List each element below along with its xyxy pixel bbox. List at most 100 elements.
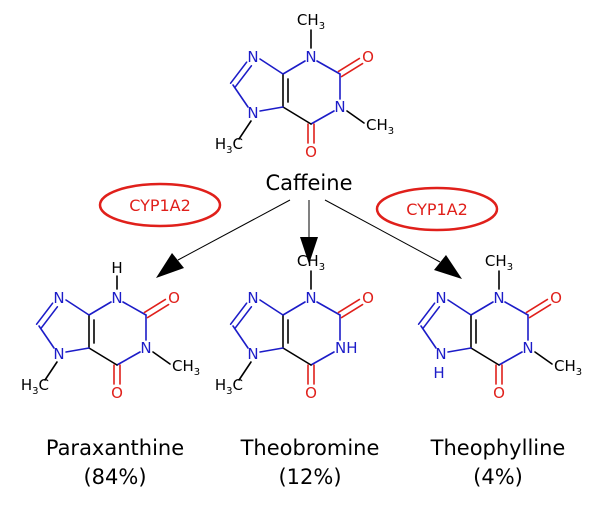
theophylline-percent: (4%) <box>473 465 523 489</box>
caffeine-bond-c6-c5 <box>282 106 312 125</box>
paraxanthine-bond-n1-methyl <box>152 351 171 365</box>
theobromine-bond-n7-c5 <box>259 347 284 353</box>
paraxanthine-atom-o6: O <box>111 384 123 402</box>
arrowhead-paraxanthine <box>156 253 184 278</box>
theobromine-atom-n9: N <box>247 289 258 307</box>
theobromine-bond-c8-n7 <box>232 325 249 349</box>
paraxanthine-atom-n3: N <box>111 289 122 307</box>
theophylline-atom-o2: O <box>550 289 562 307</box>
caffeine-bond-n7-methyl <box>238 120 252 140</box>
theobromine-atom-o2: O <box>362 289 374 307</box>
paraxanthine-bond-c8-n7 <box>38 325 55 349</box>
caffeine-methyl-n7: H3C <box>215 135 243 156</box>
paraxanthine-bond-c2-o2 <box>146 303 170 319</box>
theobromine-methyl-n7: H3C <box>215 376 243 397</box>
theobromine-bond-c6-c5 <box>282 347 312 366</box>
paraxanthine-bond-n3-c2 <box>122 301 147 316</box>
theophylline-bond-n1-methyl <box>534 351 553 365</box>
theophylline-bond-n1-c6 <box>498 351 523 366</box>
caffeine-methyl-n1: CH3 <box>366 116 394 137</box>
theophylline-methyl-n3: CH3 <box>485 252 513 273</box>
caffeine-bond-n9-c8 <box>229 61 248 84</box>
caffeine-bond-c2-o2 <box>337 57 361 73</box>
theophylline-atom-o6: O <box>493 384 505 402</box>
caffeine-atom-o2: O <box>362 48 374 66</box>
enzyme-label-right: CYP1A2 <box>375 186 499 232</box>
paraxanthine-bond-c2-o2 <box>143 298 167 314</box>
theophylline-bond-c6-c5 <box>470 347 500 366</box>
theobromine-atom-n3: N <box>305 289 316 307</box>
enzyme-name-right: CYP1A2 <box>406 200 468 219</box>
theophylline-bond-n9-c8 <box>422 306 441 329</box>
caffeine-bond-n9-c8 <box>234 65 253 88</box>
theobromine-bond-n7-methyl <box>238 361 252 381</box>
paraxanthine-atom-o2: O <box>168 289 180 307</box>
theophylline-bond-c2-o2 <box>528 303 552 319</box>
enzyme-label-left: CYP1A2 <box>98 182 222 228</box>
arrow-shaft-paraxanthine <box>177 199 291 261</box>
caffeine-bond-n3-c2 <box>316 60 341 75</box>
caffeine-atom-n3: N <box>305 48 316 66</box>
theophylline-atom-n3: N <box>493 289 504 307</box>
paraxanthine-atom-n1: N <box>140 339 151 357</box>
theophylline-atom-n7: N <box>435 345 446 363</box>
paraxanthine-label: Paraxanthine <box>46 436 184 460</box>
paraxanthine-bond-c4-n9 <box>65 299 90 316</box>
theophylline-bond-c8-n7 <box>420 325 437 349</box>
theobromine-atom-nh1: NH <box>335 339 358 357</box>
arrow-to-paraxanthine <box>156 199 291 278</box>
caffeine-atom-o6: O <box>305 143 317 161</box>
caffeine-bond-c2-o2 <box>340 62 364 78</box>
paraxanthine-atom-n7: N <box>53 345 64 363</box>
theobromine-bond-n3-c2 <box>316 301 341 316</box>
theophylline-bond-c4-n9 <box>447 299 472 316</box>
arrowhead-theophylline <box>434 255 462 279</box>
theophylline-bond-n9-c8 <box>417 302 436 325</box>
caffeine-bond-n7-c5 <box>259 106 284 112</box>
theophylline-bond-c4-n3 <box>470 301 494 316</box>
caffeine-methyl-n3: CH3 <box>297 11 325 32</box>
paraxanthine-percent: (84%) <box>83 465 146 489</box>
arrow-to-theophylline <box>324 199 462 279</box>
paraxanthine-bond-n7-c5 <box>65 347 90 353</box>
paraxanthine-bond-c6-c5 <box>88 347 118 366</box>
paraxanthine-atom-h3: H <box>111 259 122 277</box>
paraxanthine-methyl-n1: CH3 <box>172 357 200 378</box>
paraxanthine-bond-c4-n3 <box>88 301 112 316</box>
theobromine-atom-o6: O <box>305 384 317 402</box>
theobromine-bond-c4-n3 <box>282 301 306 316</box>
theobromine-label: Theobromine <box>240 436 380 460</box>
enzyme-ellipse-right <box>375 186 499 232</box>
paraxanthine-methyl-n7: H3C <box>21 376 49 397</box>
theobromine-bond-c4-n9 <box>259 299 284 316</box>
theobromine-bond-n9-c8 <box>234 306 253 329</box>
paraxanthine-bond-n9-c8 <box>40 306 59 329</box>
theophylline-atom-n9: N <box>435 289 446 307</box>
caffeine-atom-n1: N <box>334 98 345 116</box>
theobromine-bond-n1-c6 <box>310 351 335 366</box>
paraxanthine-atom-n9: N <box>53 289 64 307</box>
theobromine-bond-n9-c8 <box>229 302 248 325</box>
caffeine-bond-c4-n9 <box>259 58 284 75</box>
caffeine-bond-c4-n3 <box>282 60 306 75</box>
theophylline-bond-n3-c2 <box>504 301 529 316</box>
caffeine-bond-n1-methyl <box>346 110 365 124</box>
arrow-to-theobromine <box>300 200 318 264</box>
paraxanthine-bond-n1-c6 <box>116 351 141 366</box>
theobromine-bond-c2-o2 <box>340 303 364 319</box>
arrowhead-theobromine <box>300 237 318 264</box>
arrow-shaft-theophylline <box>324 199 441 263</box>
theophylline-bond-n7-c5 <box>447 347 472 353</box>
theophylline-methyl-n1: CH3 <box>554 357 582 378</box>
enzyme-name-left: CYP1A2 <box>129 196 191 215</box>
theobromine-methyl-n3: CH3 <box>297 252 325 273</box>
paraxanthine-bond-n7-methyl <box>44 361 58 381</box>
theobromine-atom-n7: N <box>247 345 258 363</box>
enzyme-ellipse-left <box>98 182 222 228</box>
theophylline-atom-n1: N <box>522 339 533 357</box>
